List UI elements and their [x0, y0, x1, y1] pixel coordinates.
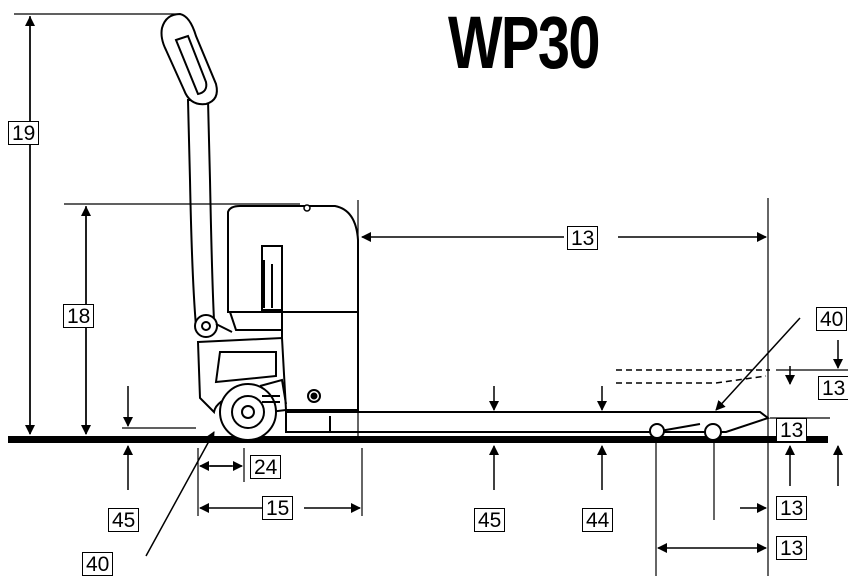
dim-label-load-roller-span: 13: [776, 536, 808, 560]
fork: [285, 411, 771, 433]
lift-icon: [303, 204, 311, 212]
dim-label-fork-lift-height: 13: [818, 376, 848, 400]
dim-label-fork-rear-height: 45: [108, 508, 140, 532]
dim-label-handle-pivot-height: 18: [63, 304, 95, 328]
dimension-arrows: [25, 16, 843, 557]
dim-label-wheel: 40: [82, 552, 114, 576]
drive-wheel: [219, 378, 287, 441]
dim-label-drive-wheel-offset: 24: [250, 455, 282, 479]
tiller-handle: [160, 12, 233, 338]
dim-label-fork-mid-height-a: 45: [474, 508, 506, 532]
dim-label-fork-length: 13: [567, 226, 599, 250]
dim-label-fork-tip: 40: [816, 307, 848, 331]
dim-label-drive-wheel-length: 15: [262, 496, 294, 520]
ground-line: [8, 436, 828, 443]
dim-label-load-roller-offset: 13: [776, 496, 808, 520]
load-roller-front: [649, 423, 665, 439]
model-title: WP30: [448, 1, 600, 84]
dim-label-fork-mid-height-b: 44: [582, 508, 614, 532]
dim-label-fork-tip-height: 13: [776, 418, 808, 442]
load-roller-rear: [704, 423, 722, 441]
extension-lines: [14, 13, 848, 576]
dim-label-overall-height: 19: [8, 121, 40, 145]
raised-fork-dashed: [616, 369, 770, 384]
